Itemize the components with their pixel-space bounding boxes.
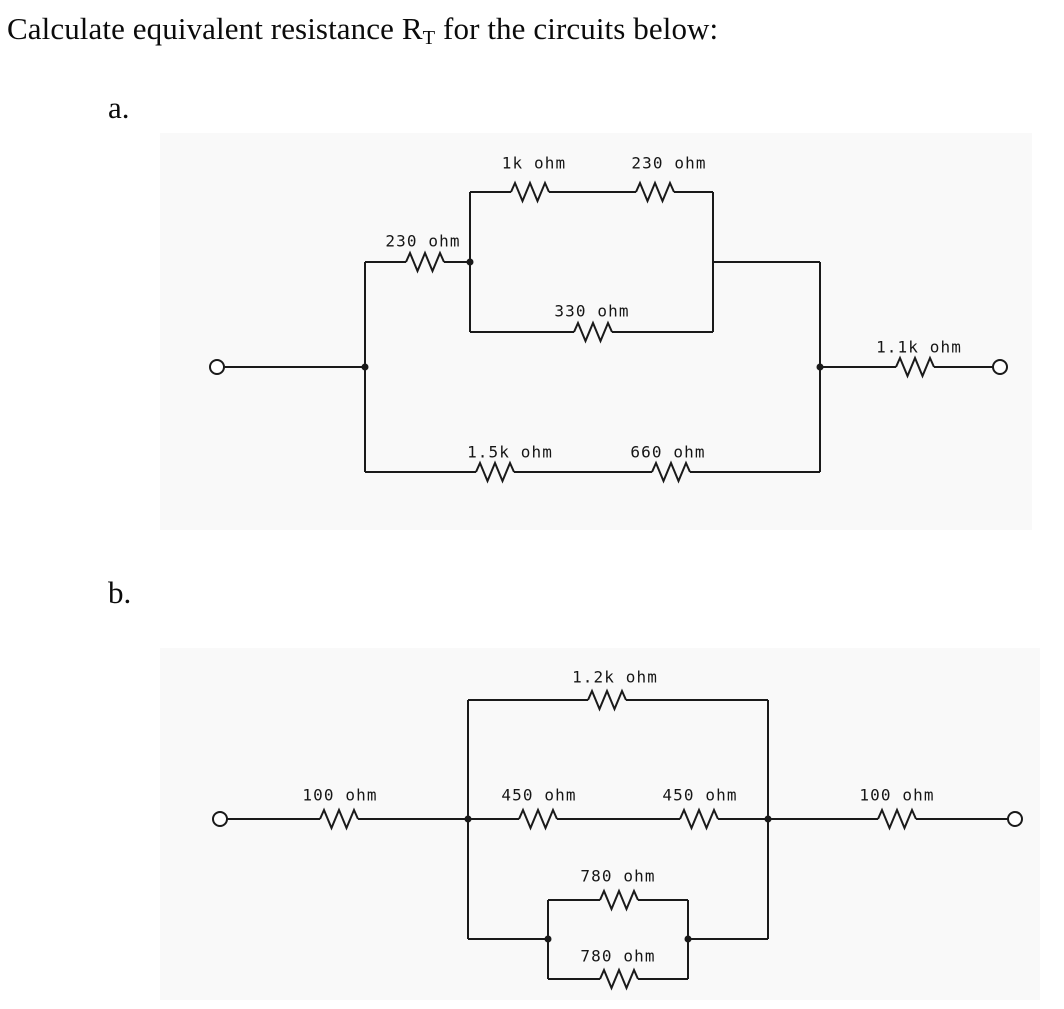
resistor-b-100-right-icon	[877, 807, 917, 831]
title-suffix: for the circuits below:	[435, 11, 719, 46]
resistor-label-b-100-right: 100 ohm	[859, 785, 935, 805]
resistor-label-a-660: 660 ohm	[630, 442, 706, 462]
page-title: Calculate equivalent resistance RT for t…	[7, 11, 719, 49]
resistor-label-b-780-top: 780 ohm	[580, 866, 656, 886]
resistor-label-a-1k: 1k ohm	[501, 153, 567, 173]
resistor-b-780-bottom-icon	[599, 967, 639, 991]
circuit-b-schematic	[212, 688, 1023, 991]
resistor-a-1k5-icon	[475, 460, 515, 484]
resistor-label-a-230-series: 230 ohm	[385, 231, 461, 251]
resistor-label-a-1k5: 1.5k ohm	[467, 442, 553, 462]
circuit-a-left-terminal-icon	[209, 359, 225, 375]
circuit-b-wires	[227, 699, 1008, 980]
resistor-label-b-100-left: 100 ohm	[302, 785, 378, 805]
resistor-a-230-inner-icon	[635, 180, 675, 204]
circuit-a-junction-left	[361, 363, 369, 371]
circuit-b-junction-right	[764, 815, 772, 823]
resistor-b-450-right-icon	[679, 807, 719, 831]
resistor-label-a-330: 330 ohm	[554, 301, 630, 321]
circuit-a-junction-inner	[466, 258, 474, 266]
resistor-b-100-left-icon	[319, 807, 359, 831]
resistor-a-1k1-icon	[895, 355, 935, 379]
resistor-label-b-1k2: 1.2k ohm	[572, 667, 658, 687]
resistor-b-450-left-icon	[518, 807, 558, 831]
title-subscript: T	[422, 26, 436, 49]
resistor-a-230-series-icon	[405, 250, 445, 274]
resistor-b-1k2-icon	[587, 688, 627, 712]
resistor-a-660-icon	[651, 460, 691, 484]
circuit-b-left-terminal-icon	[212, 811, 228, 827]
resistor-label-b-780-bottom: 780 ohm	[580, 946, 656, 966]
circuit-b-right-terminal-icon	[1007, 811, 1023, 827]
resistor-a-330-icon	[573, 320, 613, 344]
circuit-a-junction-right	[816, 363, 824, 371]
resistor-label-b-450-left: 450 ohm	[501, 785, 577, 805]
resistor-a-1k-icon	[510, 180, 550, 204]
circuit-b-junction-left	[464, 815, 472, 823]
title-prefix: Calculate equivalent resistance R	[7, 11, 423, 46]
resistor-b-780-top-icon	[599, 888, 639, 912]
circuit-b-junction-box-left	[544, 935, 552, 943]
circuit-a-right-terminal-icon	[992, 359, 1008, 375]
resistor-label-b-450-right: 450 ohm	[662, 785, 738, 805]
section-label-b: b.	[108, 575, 132, 610]
section-label-a: a.	[108, 90, 130, 125]
resistor-label-a-230-inner: 230 ohm	[631, 153, 707, 173]
circuit-a-schematic	[209, 180, 1008, 484]
resistor-label-a-1k1: 1.1k ohm	[876, 337, 962, 357]
circuit-b-junction-box-right	[684, 935, 692, 943]
circuit-a-wires	[224, 191, 993, 473]
